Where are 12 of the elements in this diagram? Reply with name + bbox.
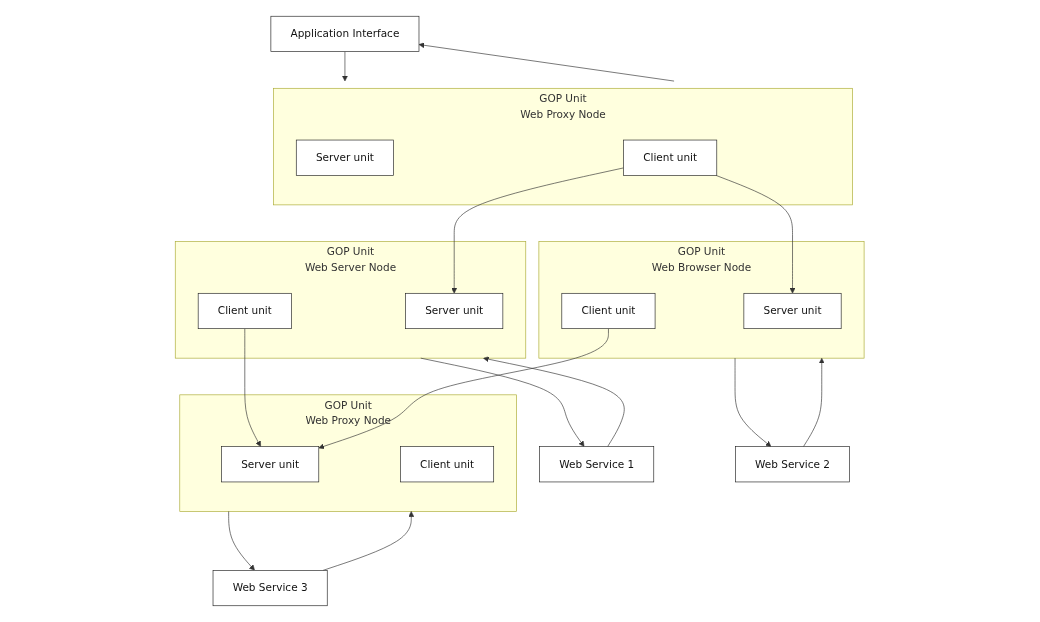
node-box: Client unit — [198, 293, 293, 329]
node-box: Server unit — [743, 293, 842, 329]
node-box: Client unit — [561, 293, 656, 329]
node-box: Web Service 1 — [539, 446, 655, 483]
node-box: Server unit — [296, 139, 395, 176]
node-box: Server unit — [221, 446, 320, 483]
node-box: Client unit — [400, 446, 495, 483]
node-box: Web Service 3 — [213, 570, 328, 607]
node-box: Web Service 2 — [735, 446, 851, 483]
node-box: Client unit — [623, 139, 718, 176]
node-box: Application Interface — [270, 15, 420, 52]
node-box: Server unit — [405, 293, 504, 329]
